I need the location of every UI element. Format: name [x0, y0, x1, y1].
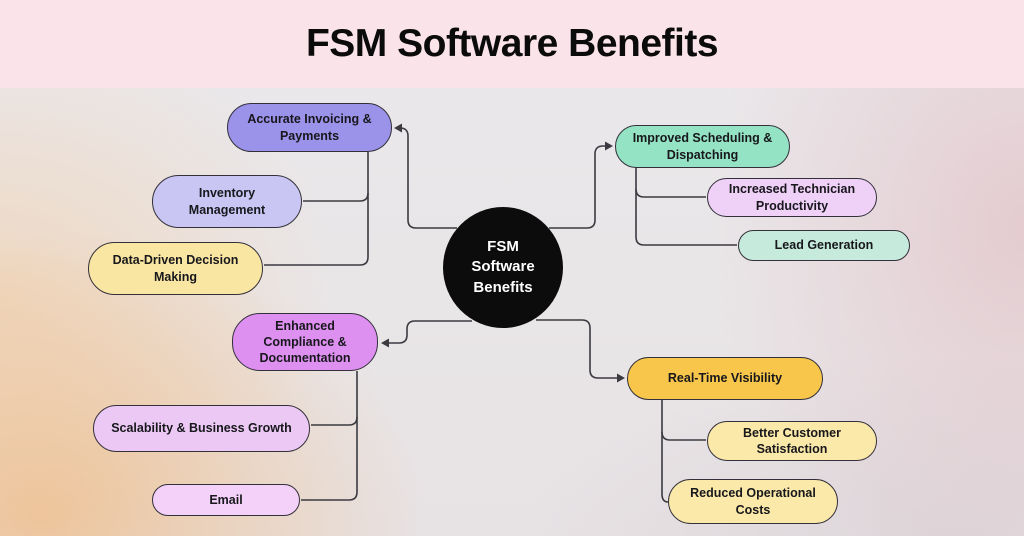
node-label: Scalability & Business Growth [111, 421, 292, 436]
connector-real-time-trunk [661, 400, 670, 503]
title-bar: FSM Software Benefits [0, 0, 1024, 88]
connector-center-to-accurate-invoicing [399, 127, 457, 229]
node-label: Enhanced Compliance & Documentation [259, 318, 351, 366]
connector-center-to-real-time [536, 319, 617, 379]
node-increased-technician-productivity: Increased Technician Productivity [707, 178, 877, 217]
node-label: Data-Driven Decision Making [112, 253, 239, 284]
node-lead-generation: Lead Generation [738, 230, 910, 261]
connector-branch-to-increased-technician [635, 188, 706, 198]
center-node-line: Benefits [473, 278, 533, 296]
arrowhead-center-to-real-time [617, 373, 625, 383]
node-email: Email [152, 484, 300, 516]
node-label: Improved Scheduling & Dispatching [632, 131, 773, 162]
node-data-driven-decision-making: Data-Driven Decision Making [88, 242, 263, 295]
page-title: FSM Software Benefits [305, 22, 719, 65]
node-label: Increased Technician Productivity [728, 182, 856, 213]
node-real-time-visibility: Real-Time Visibility [627, 357, 823, 400]
connector-center-to-enhanced-compliance [389, 320, 472, 344]
arrowhead-center-to-improved-scheduling [605, 141, 613, 151]
node-improved-scheduling-dispatching: Improved Scheduling & Dispatching [615, 125, 790, 168]
arrowhead-center-to-enhanced-compliance [381, 338, 389, 348]
node-label: Better Customer Satisfaction [743, 425, 841, 456]
arrowhead-center-to-accurate-invoicing [394, 123, 402, 133]
node-reduced-operational-costs: Reduced Operational Costs [668, 479, 838, 524]
node-label: Reduced Operational Costs [690, 486, 816, 517]
node-accurate-invoicing-payments: Accurate Invoicing & Payments [227, 103, 392, 152]
connector-enhanced-compliance-trunk [301, 371, 358, 501]
connector-center-to-improved-scheduling [549, 145, 605, 229]
connector-branch-to-better-customer [661, 431, 706, 441]
node-label: Real-Time Visibility [667, 371, 783, 386]
node-better-customer-satisfaction: Better Customer Satisfaction [707, 421, 877, 461]
connector-branch-to-inventory [303, 192, 369, 202]
node-enhanced-compliance-documentation: Enhanced Compliance & Documentation [232, 313, 378, 371]
node-inventory-management: Inventory Management [152, 175, 302, 228]
node-scalability-business-growth: Scalability & Business Growth [93, 405, 310, 452]
node-label: Accurate Invoicing & Payments [247, 112, 372, 143]
node-label: Email [209, 492, 243, 507]
connector-branch-to-scalability [311, 416, 358, 426]
node-label: Inventory Management [188, 186, 266, 217]
center-node-line: Software [471, 258, 535, 276]
center-node-line: FSM [487, 238, 519, 256]
node-label: Lead Generation [774, 238, 874, 253]
